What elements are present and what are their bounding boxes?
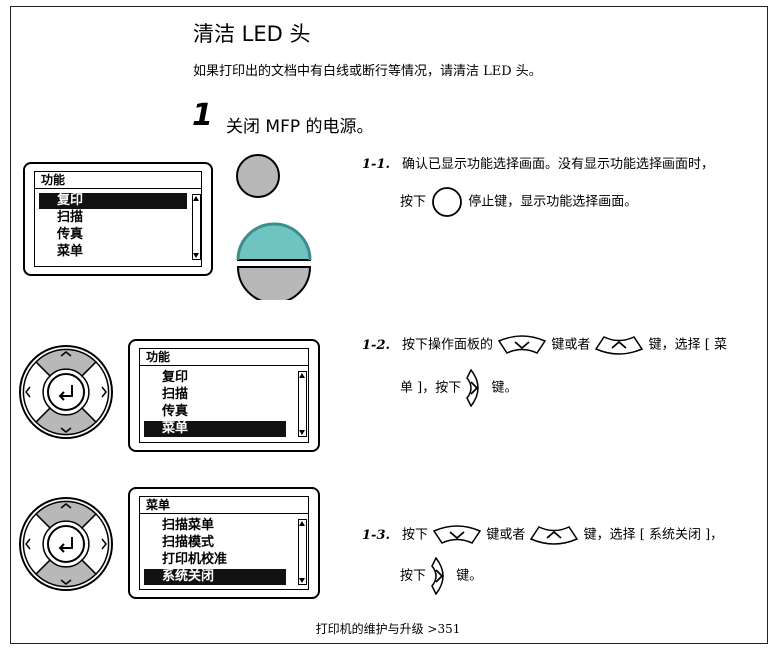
lcd-item[interactable]: 扫描 [57, 210, 84, 225]
lcd-item[interactable]: 菜单 [57, 244, 84, 259]
substep-text: 停止键，显示功能选择画面。 [468, 194, 638, 210]
right-key-icon [431, 556, 444, 595]
substep-text: 键，选择 [ 系统关闭 ]， [583, 527, 724, 543]
lcd-item[interactable]: 菜单 [144, 421, 286, 437]
lcd-panel-function: 功能 复印 扫描 传真 菜单 [23, 162, 213, 276]
substep-text: 按下操作面板的 [402, 337, 494, 353]
step-heading: 关闭 MFP 的电源。 [226, 117, 374, 137]
power-buttons-illustration [236, 154, 312, 300]
substep-1-2: 1-2. 按下操作面板的 键或者 键，选择 [ 菜 单 ]，按下 键。 [362, 333, 762, 408]
substep-text: 确认已显示功能选择画面。没有显示功能选择画面时， [402, 157, 715, 172]
lcd-header: 功能 [140, 349, 308, 366]
enter-key-icon[interactable] [47, 373, 85, 411]
substep-number: 1-2. [362, 337, 391, 353]
substep-text: 键或者 [486, 527, 526, 543]
stop-key-icon [432, 187, 463, 217]
substep-number: 1-3. [362, 527, 391, 543]
lcd-item[interactable]: 扫描菜单 [162, 518, 215, 533]
enter-key-icon[interactable] [47, 525, 85, 563]
scroll-up-icon [299, 521, 305, 526]
stop-button-icon[interactable] [236, 154, 280, 198]
lcd-item[interactable]: 打印机校准 [162, 552, 228, 567]
scroll-up-icon [193, 196, 199, 201]
substep-text: 键或者 [551, 337, 591, 353]
lcd-item[interactable]: 系统关闭 [144, 569, 286, 585]
substep-text: 按下 [400, 568, 427, 583]
substep-1-3: 1-3. 按下 键或者 键，选择 [ 系统关闭 ]， 按下 键。 [362, 523, 762, 596]
substep-text: 单 ]，按下 [400, 380, 462, 395]
left-key-icon[interactable] [22, 360, 52, 424]
right-key-icon [466, 368, 480, 407]
lcd-item[interactable]: 扫描 [162, 387, 189, 402]
substep-number: 1-1. [362, 157, 391, 172]
up-key-icon [595, 336, 644, 355]
down-key-icon [433, 525, 482, 544]
substep-text: 按下 [402, 527, 429, 543]
right-key-icon[interactable] [80, 512, 110, 576]
right-key-icon[interactable] [80, 360, 110, 424]
lcd-scrollbar[interactable] [192, 194, 201, 260]
scroll-down-icon [299, 430, 305, 435]
dpad-illustration [19, 497, 113, 591]
page-footer: 打印机的维护与升级 >351 [315, 622, 461, 636]
lcd-header: 菜单 [140, 497, 308, 514]
down-key-icon [498, 335, 547, 354]
lcd-item[interactable]: 复印 [39, 193, 187, 209]
lcd-scrollbar[interactable] [298, 371, 307, 437]
lcd-header: 功能 [35, 172, 201, 189]
lcd-item[interactable]: 传真 [57, 227, 84, 242]
lcd-panel-menu: 菜单 扫描菜单 扫描模式 打印机校准 系统关闭 [128, 487, 320, 599]
lcd-scrollbar[interactable] [298, 519, 307, 585]
lcd-panel-function: 功能 复印 扫描 传真 菜单 [128, 339, 320, 452]
power-button-icon[interactable] [236, 222, 312, 300]
substep-text: 键，选择 [ 菜 [648, 337, 727, 353]
left-key-icon[interactable] [22, 512, 52, 576]
scroll-down-icon [193, 253, 199, 258]
step-number: 1 [192, 98, 213, 133]
substep-text: 键。 [491, 380, 518, 395]
lcd-item[interactable]: 扫描模式 [162, 535, 215, 550]
page-title: 清洁 LED 头 [193, 22, 311, 46]
scroll-down-icon [299, 578, 305, 583]
up-key-icon [530, 526, 579, 545]
scroll-up-icon [299, 373, 305, 378]
page-frame [10, 6, 768, 644]
dpad-illustration [19, 345, 113, 439]
substep-text: 键。 [456, 568, 483, 583]
page-subtitle: 如果打印出的文档中有白线或断行等情况，请清洁 LED 头。 [193, 64, 542, 79]
lcd-item[interactable]: 传真 [162, 404, 189, 419]
substep-text: 按下 [400, 194, 427, 210]
lcd-item[interactable]: 复印 [162, 370, 189, 385]
substep-1-1: 1-1. 确认已显示功能选择画面。没有显示功能选择画面时， 按下 停止键，显示功能… [362, 153, 762, 219]
